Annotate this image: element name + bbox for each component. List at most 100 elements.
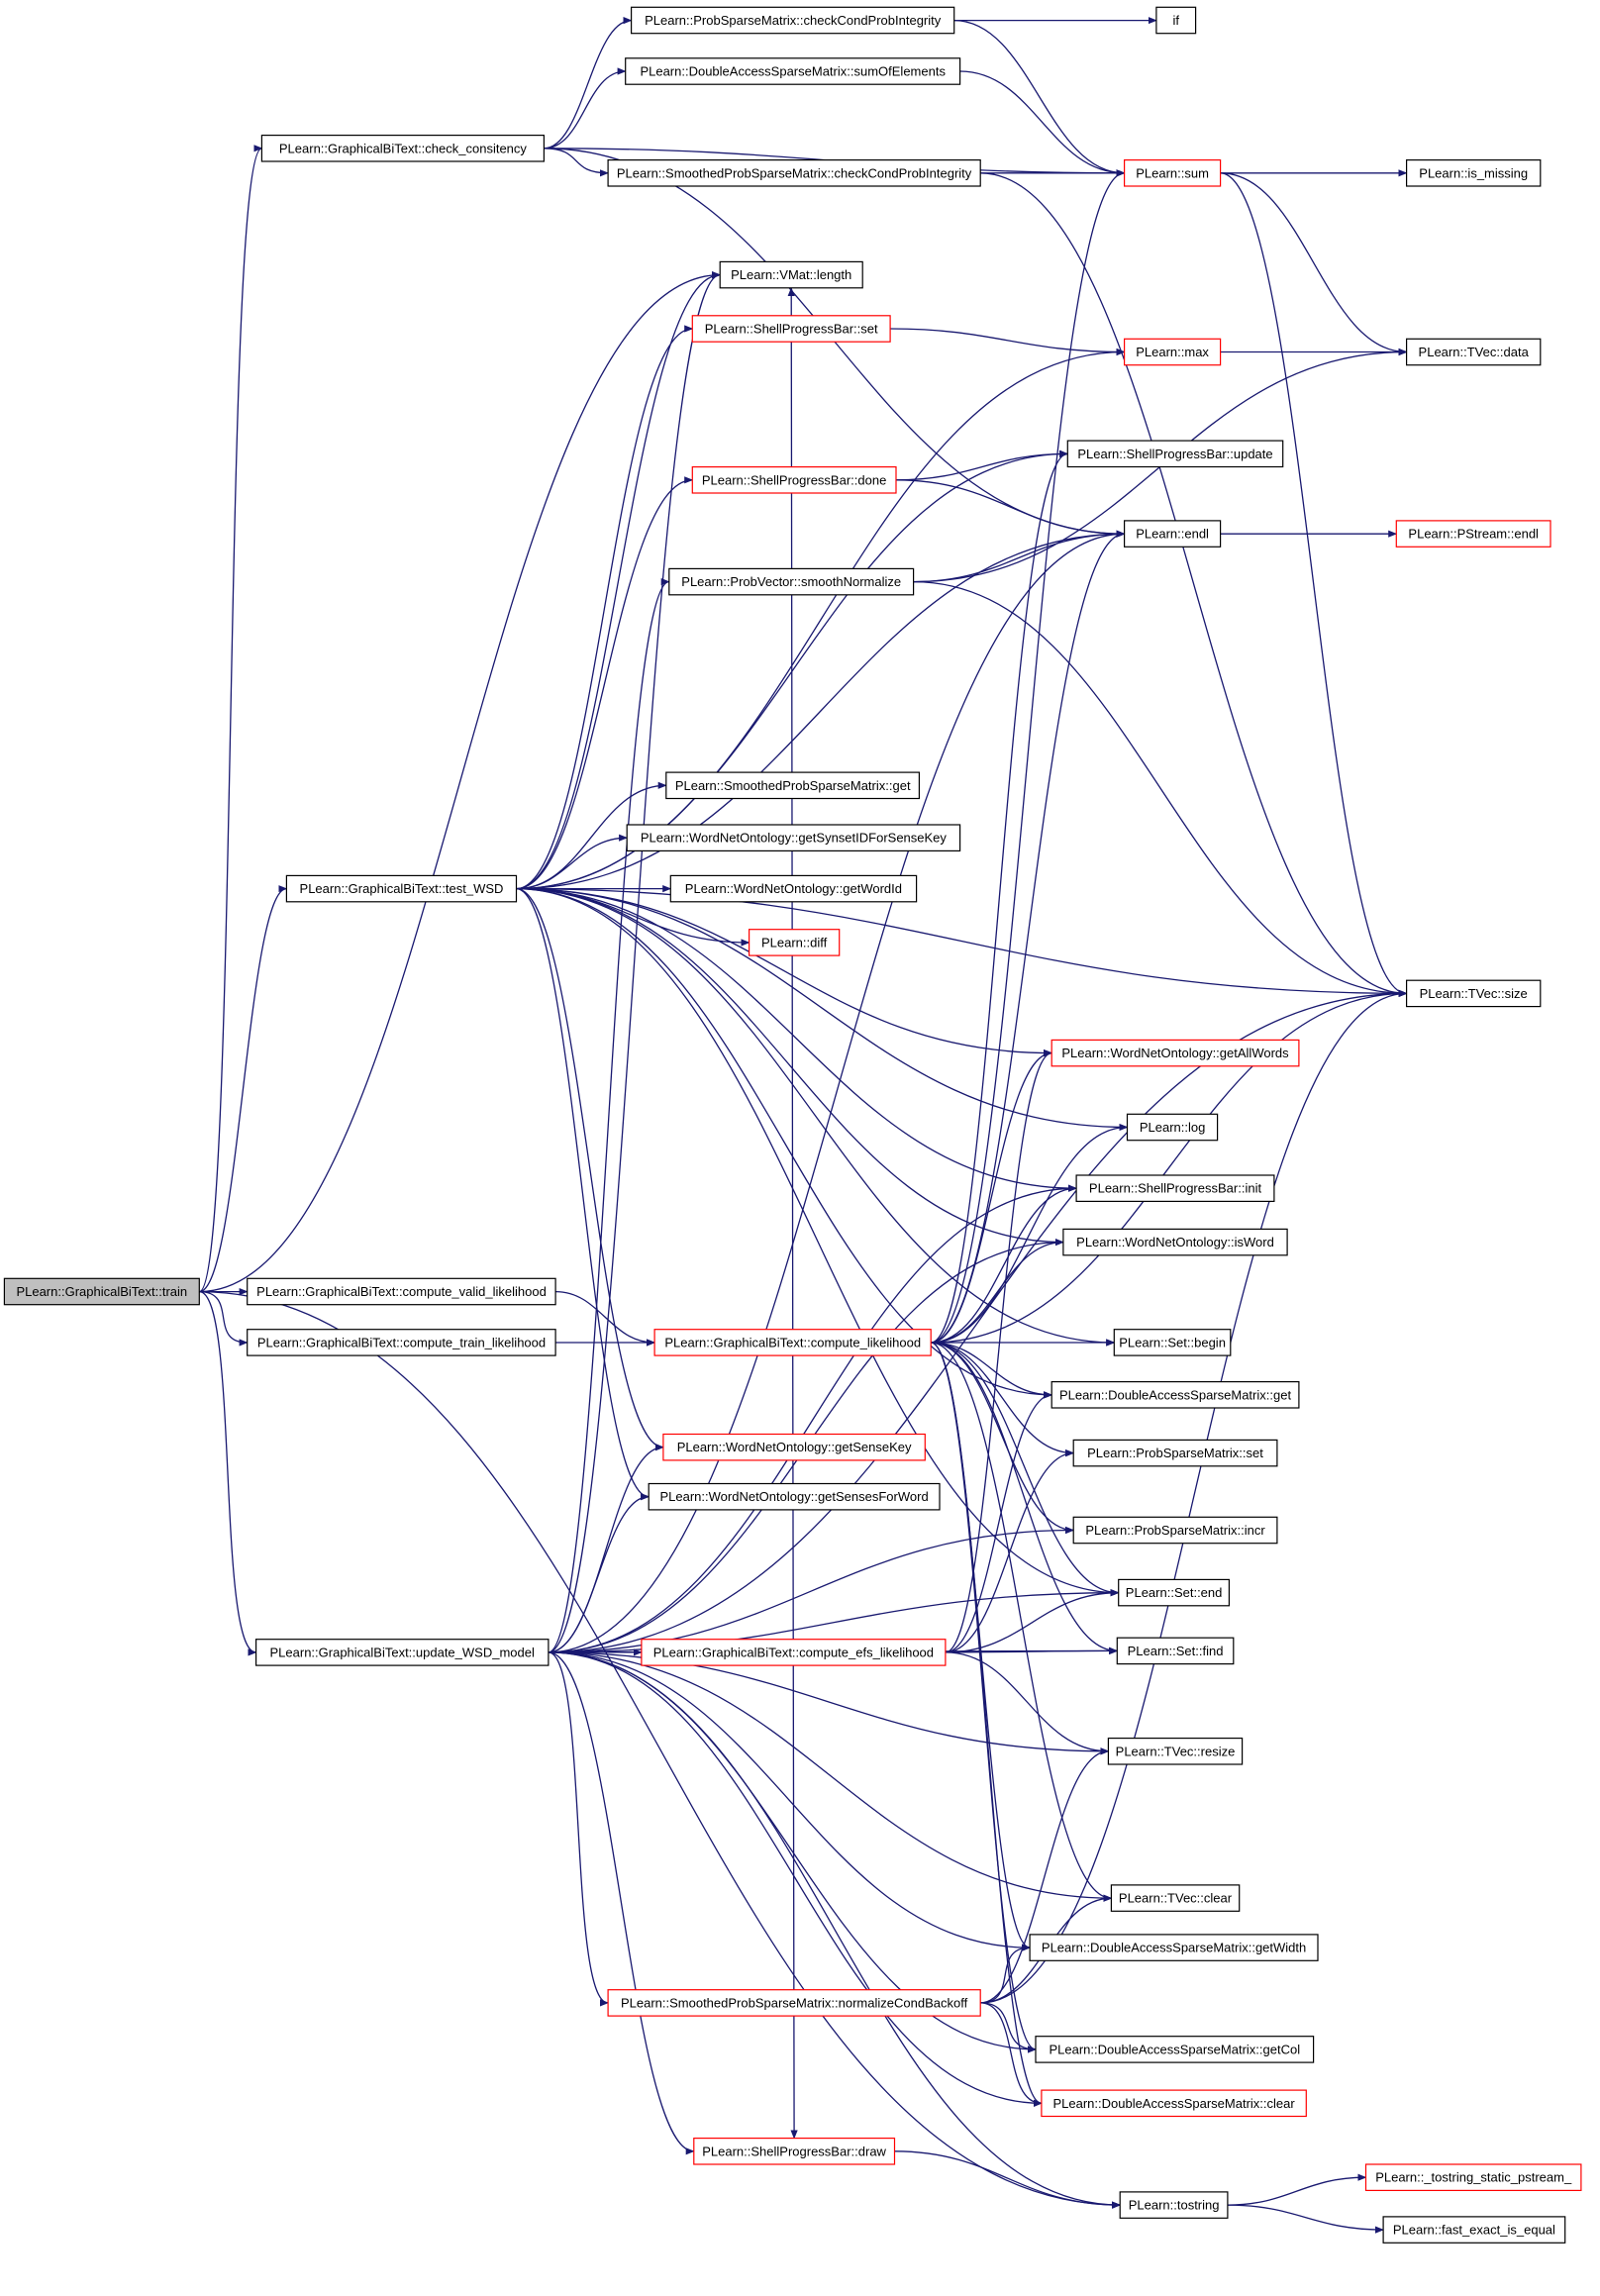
node-train[interactable]: PLearn::GraphicalBiText::train — [3, 1277, 200, 1306]
node-label: PLearn::diff — [761, 936, 828, 950]
call-edge-line — [931, 1342, 1075, 1535]
call-edge-line — [953, 19, 1126, 177]
node-psm-incr[interactable]: PLearn::ProbSparseMatrix::incr — [1072, 1516, 1278, 1545]
node-dasm-get[interactable]: PLearn::DoubleAccessSparseMatrix::get — [1050, 1380, 1300, 1409]
node-tvec-size[interactable]: PLearn::TVec::size — [1405, 979, 1542, 1008]
node-tostring[interactable]: PLearn::tostring — [1119, 2191, 1229, 2219]
call-edge-line — [555, 1290, 655, 1347]
call-edge-update_WSD_model-to-tvec_size — [548, 989, 1408, 1653]
node-dasm-getCol[interactable]: PLearn::DoubleAccessSparseMatrix::getCol — [1035, 2036, 1315, 2063]
node-label: PLearn::max — [1136, 345, 1209, 359]
node-box — [653, 1329, 932, 1356]
node-box — [648, 1482, 941, 1511]
node-normalizeCondBackoff[interactable]: PLearn::SmoothedProbSparseMatrix::normal… — [607, 1989, 981, 2017]
node-isWord[interactable]: PLearn::WordNetOntology::isWord — [1062, 1228, 1288, 1256]
node-smoothedCheckCond[interactable]: PLearn::SmoothedProbSparseMatrix::checkC… — [607, 159, 981, 187]
node-spb-set[interactable]: PLearn::ShellProgressBar::set — [691, 315, 891, 343]
node-is-missing[interactable]: PLearn::is_missing — [1405, 159, 1542, 187]
call-edge-line — [544, 67, 627, 150]
call-edge-line — [945, 1449, 1075, 1653]
node-sumOfElements[interactable]: PLearn::DoubleAccessSparseMatrix::sumOfE… — [625, 57, 961, 85]
node-dasm-getWidth[interactable]: PLearn::DoubleAccessSparseMatrix::getWid… — [1029, 1934, 1319, 1961]
call-edge-line — [516, 325, 694, 890]
node-test-WSD[interactable]: PLearn::GraphicalBiText::test_WSD — [285, 874, 518, 903]
node-pstream-endl[interactable]: PLearn::PStream::endl — [1395, 520, 1551, 548]
node-sps-get[interactable]: PLearn::SmoothedProbSparseMatrix::get — [665, 771, 920, 800]
call-edge-line — [931, 989, 1408, 1344]
call-edge-sum-to-tvec_data — [1220, 172, 1408, 356]
node-spb-update[interactable]: PLearn::ShellProgressBar::update — [1066, 440, 1284, 468]
node-box — [1405, 979, 1542, 1008]
node-label: PLearn::Set::end — [1126, 1585, 1223, 1600]
node-set-find[interactable]: PLearn::Set::find — [1116, 1637, 1235, 1665]
node-tvec-resize[interactable]: PLearn::TVec::resize — [1107, 1737, 1244, 1765]
call-edge-compute_likelihood-to-dasm_getCol — [931, 1342, 1037, 2053]
node-log[interactable]: PLearn::log — [1126, 1113, 1219, 1142]
node-compute-likelihood[interactable]: PLearn::GraphicalBiText::compute_likelih… — [653, 1329, 932, 1356]
node-tvec-clear[interactable]: PLearn::TVec::clear — [1110, 1884, 1241, 1912]
node-compute-valid-likelihood[interactable]: PLearn::GraphicalBiText::compute_valid_l… — [247, 1277, 556, 1306]
node-checkCondProbIntegrity[interactable]: PLearn::ProbSparseMatrix::checkCondProbI… — [630, 6, 955, 35]
call-edge-line — [199, 1290, 249, 1347]
node-box — [1119, 2191, 1229, 2219]
call-edge-line — [544, 17, 633, 150]
call-edge-update_WSD_model-to-getSenseKey — [548, 1444, 664, 1653]
call-edge-checkCondProbIntegrity-to-sum — [953, 19, 1126, 177]
node-tostring-static[interactable]: PLearn::_tostring_static_pstream_ — [1364, 2163, 1582, 2191]
node-smoothNormalize[interactable]: PLearn::ProbVector::smoothNormalize — [668, 567, 915, 596]
node-box — [285, 874, 518, 903]
call-edge-line — [199, 885, 288, 1293]
node-getWordId[interactable]: PLearn::WordNetOntology::getWordId — [669, 874, 918, 903]
call-edge-line — [516, 887, 1408, 997]
node-label: PLearn::GraphicalBiText::compute_valid_l… — [256, 1284, 547, 1299]
call-edge-spb_done-to-endl — [895, 479, 1126, 538]
node-getSenseKey[interactable]: PLearn::WordNetOntology::getSenseKey — [662, 1433, 926, 1461]
node-spb-draw[interactable]: PLearn::ShellProgressBar::draw — [693, 2138, 896, 2165]
node-box — [247, 1329, 556, 1356]
node-tvec-data[interactable]: PLearn::TVec::data — [1405, 338, 1542, 366]
node-spb-done[interactable]: PLearn::ShellProgressBar::done — [691, 466, 897, 494]
call-edge-normalizeCondBackoff-to-tvec_size — [980, 989, 1408, 2004]
node-dasm-clear[interactable]: PLearn::DoubleAccessSparseMatrix::clear — [1041, 2089, 1307, 2118]
node-label: PLearn::WordNetOntology::getSensesForWor… — [659, 1489, 928, 1504]
node-set-end[interactable]: PLearn::Set::end — [1118, 1578, 1230, 1607]
call-edge-compute_likelihood-to-tvec_size — [931, 989, 1408, 1344]
call-edge-line — [516, 348, 1126, 890]
node-check-consitency[interactable]: PLearn::GraphicalBiText::check_consitenc… — [260, 135, 545, 162]
call-edge-update_WSD_model-to-spb_draw — [548, 1651, 695, 2155]
call-edge-compute_likelihood-to-vmat_length — [787, 287, 795, 1330]
call-edge-line — [516, 530, 1126, 890]
node-update-WSD-model[interactable]: PLearn::GraphicalBiText::update_WSD_mode… — [255, 1639, 550, 1666]
call-edge-compute_likelihood-to-dasm_get — [931, 1342, 1053, 1399]
call-edge-train-to-check_consitency — [198, 145, 263, 1293]
node-vmat-length[interactable]: PLearn::VMat::length — [719, 260, 863, 289]
node-compute-efs-likelihood[interactable]: PLearn::GraphicalBiText::compute_efs_lik… — [641, 1639, 947, 1666]
node-sum[interactable]: PLearn::sum — [1123, 159, 1222, 187]
node-endl[interactable]: PLearn::endl — [1123, 520, 1222, 548]
call-edge-update_WSD_model-to-tvec_resize — [548, 1651, 1110, 1755]
node-getSensesForWord[interactable]: PLearn::WordNetOntology::getSensesForWor… — [648, 1482, 941, 1511]
call-edge-compute_efs_likelihood-to-tvec_resize — [945, 1651, 1110, 1755]
node-getAllWords[interactable]: PLearn::WordNetOntology::getAllWords — [1050, 1039, 1300, 1067]
node-set-begin[interactable]: PLearn::Set::begin — [1113, 1329, 1232, 1356]
call-edge-line — [945, 1391, 1053, 1653]
node-label: PLearn::TVec::data — [1419, 345, 1530, 359]
node-max[interactable]: PLearn::max — [1123, 338, 1222, 366]
call-edge-spb_done-to-spb_update — [895, 449, 1069, 481]
node-diff[interactable]: PLearn::diff — [748, 929, 841, 956]
node-compute-train-likelihood[interactable]: PLearn::GraphicalBiText::compute_train_l… — [247, 1329, 556, 1356]
node-if[interactable]: if — [1155, 6, 1197, 35]
node-box — [1041, 2089, 1307, 2118]
call-edge-check_consitency-to-checkCondProbIntegrity — [544, 17, 633, 150]
call-edge-line — [516, 887, 1129, 1132]
call-edge-line — [980, 1944, 1031, 2004]
node-getSynsetID[interactable]: PLearn::WordNetOntology::getSynsetIDForS… — [626, 824, 961, 851]
node-label: PLearn::ProbSparseMatrix::checkCondProbI… — [645, 13, 942, 28]
node-psm-set[interactable]: PLearn::ProbSparseMatrix::set — [1072, 1439, 1278, 1467]
call-edge-line — [516, 834, 629, 890]
node-spb-init[interactable]: PLearn::ShellProgressBar::init — [1075, 1174, 1275, 1202]
node-box — [748, 929, 841, 956]
node-fast-exact[interactable]: PLearn::fast_exact_is_equal — [1382, 2216, 1566, 2244]
call-edge-normalizeCondBackoff-to-dasm_getCol — [980, 2002, 1037, 2053]
